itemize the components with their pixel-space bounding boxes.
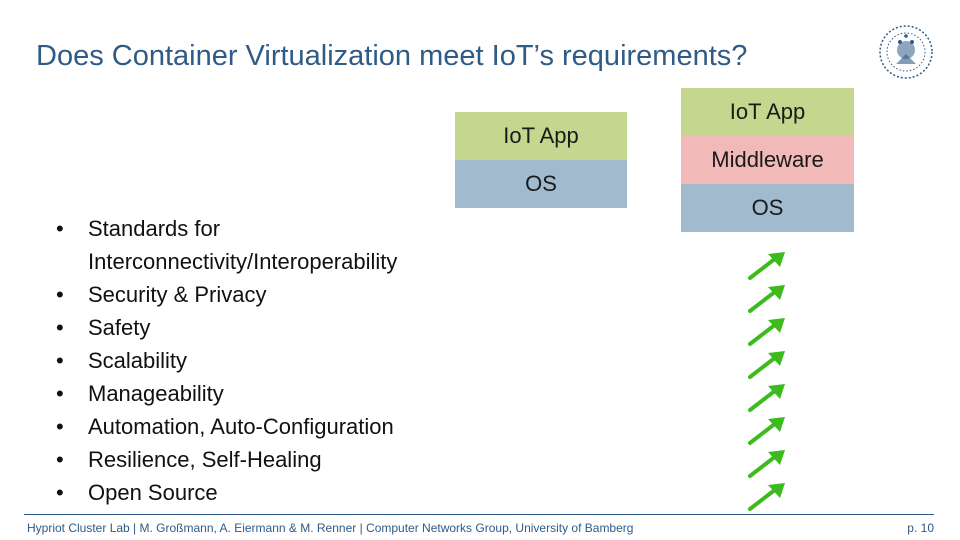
layer-os: OS	[681, 184, 854, 232]
requirement-label: Open Source	[88, 480, 218, 505]
layer-os: OS	[455, 160, 627, 208]
bullet: •	[56, 414, 64, 439]
green-up-right-arrow-icon	[748, 450, 785, 478]
checkmark-arrows	[748, 252, 785, 511]
requirement-label: Automation, Auto-Configuration	[88, 414, 394, 439]
requirement-label: Safety	[88, 315, 151, 340]
requirement-label: Security & Privacy	[88, 282, 267, 307]
list-item: • Resilience, Self-Healing	[56, 443, 397, 476]
layer-middleware: Middleware	[681, 136, 854, 184]
green-up-right-arrow-icon	[748, 252, 785, 280]
container-stack: IoT App OS	[455, 112, 627, 208]
middleware-stack: IoT App Middleware OS	[681, 88, 854, 232]
university-seal-icon	[879, 25, 933, 79]
layer-iot-app: IoT App	[455, 112, 627, 160]
page-number: p. 10	[907, 521, 934, 535]
requirement-label: Scalability	[88, 348, 188, 373]
green-up-right-arrow-icon	[748, 483, 785, 511]
layer-iot-app: IoT App	[681, 88, 854, 136]
bullet: •	[56, 216, 64, 241]
list-item: • Automation, Auto-Configuration	[56, 410, 397, 443]
requirement-label: Resilience, Self-Healing	[88, 447, 322, 472]
green-up-right-arrow-icon	[748, 318, 785, 346]
bullet: •	[56, 315, 64, 340]
green-up-right-arrow-icon	[748, 384, 785, 412]
bullet: •	[56, 282, 64, 307]
bullet: •	[56, 381, 64, 406]
requirement-label-continued: Interconnectivity/Interoperability	[88, 249, 398, 274]
list-item: • Scalability	[56, 344, 397, 377]
list-item: • Safety	[56, 311, 397, 344]
list-item: • Security & Privacy	[56, 278, 397, 311]
list-item: • Standards for Interconnectivity/Intero…	[56, 212, 397, 278]
green-up-right-arrow-icon	[748, 285, 785, 313]
green-up-right-arrow-icon	[748, 417, 785, 445]
requirements-list: • Standards for Interconnectivity/Intero…	[56, 212, 397, 509]
requirement-label: Manageability	[88, 381, 224, 406]
green-up-right-arrow-icon	[748, 351, 785, 379]
bullet: •	[56, 480, 64, 505]
footer-divider	[24, 514, 934, 515]
bullet: •	[56, 348, 64, 373]
bullet: •	[56, 447, 64, 472]
requirement-label: Standards for	[88, 216, 221, 241]
list-item: • Open Source	[56, 476, 397, 509]
footer-text: Hypriot Cluster Lab | M. Großmann, A. Ei…	[27, 521, 634, 535]
slide-title: Does Container Virtualization meet IoT’s…	[36, 40, 748, 72]
list-item: • Manageability	[56, 377, 397, 410]
